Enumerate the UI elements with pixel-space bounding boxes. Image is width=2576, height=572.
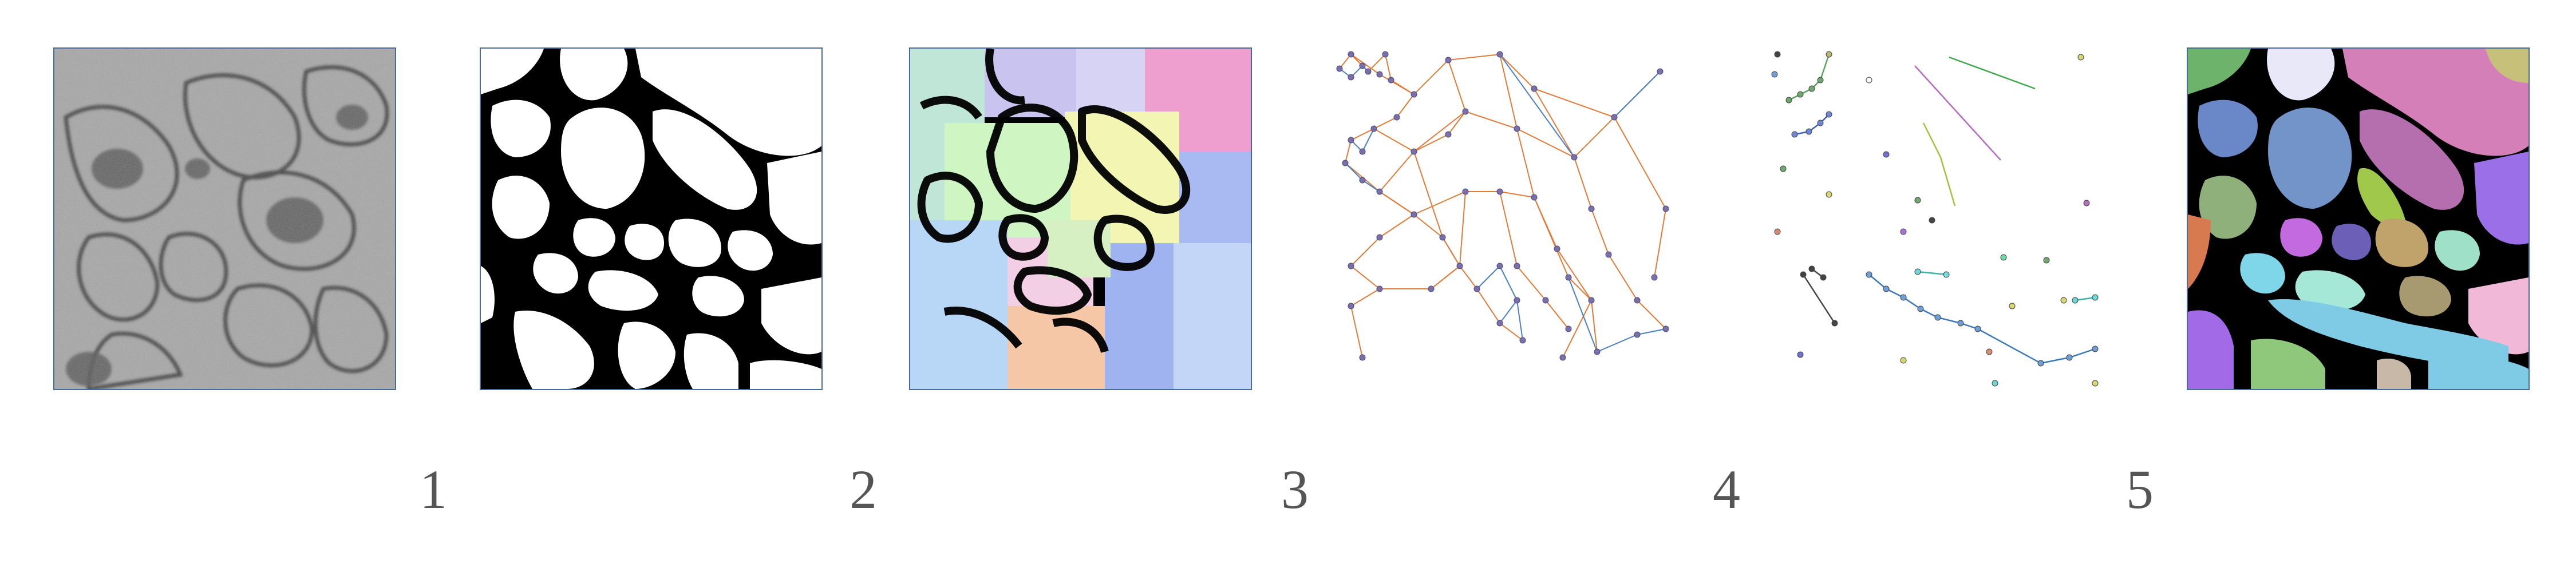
membrane-map — [481, 49, 821, 389]
final-segmentation-panel — [2187, 47, 2530, 390]
membrane-map-panel — [480, 47, 823, 390]
step-label-1: 1 — [420, 459, 447, 520]
sparse-edges-panel — [1766, 49, 2107, 389]
step-label-4: 4 — [1713, 459, 1740, 520]
step-label-5: 5 — [2126, 459, 2154, 520]
region-graph-panel — [1328, 49, 1669, 389]
final-segmentation — [2188, 49, 2528, 389]
superpixel-overlay — [910, 49, 1251, 389]
region-graph — [1336, 51, 1669, 361]
em-image — [54, 49, 395, 389]
em-image-panel — [53, 47, 396, 390]
superpixel-overlay-panel — [909, 47, 1252, 390]
sparse-edges — [1771, 51, 2099, 387]
step-label-3: 3 — [1281, 459, 1309, 520]
step-label-2: 2 — [850, 459, 877, 520]
